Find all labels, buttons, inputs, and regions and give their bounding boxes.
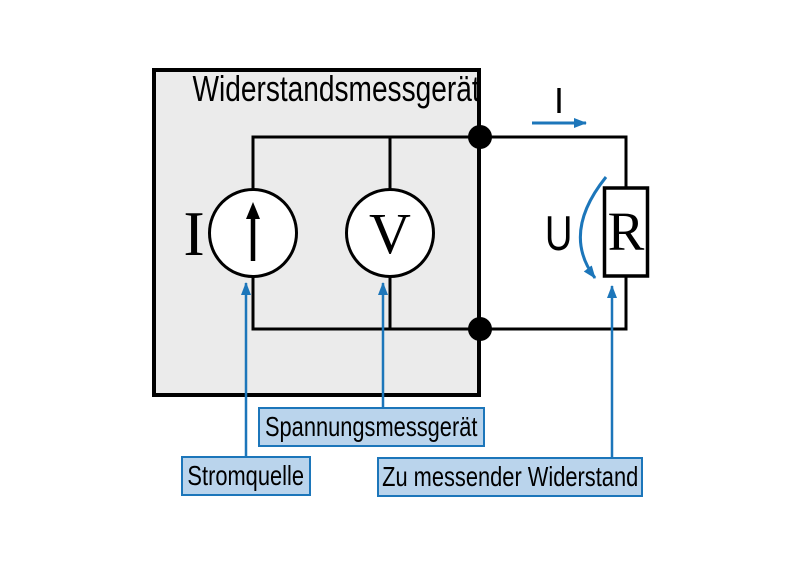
terminal-dot-bottom bbox=[468, 317, 492, 341]
terminal-dot-top bbox=[468, 125, 492, 149]
current-source-symbol-label: I bbox=[183, 198, 205, 269]
voltmeter-symbol-label: V bbox=[369, 201, 411, 266]
device-title: Widerstandsmessgerät bbox=[152, 70, 481, 108]
wire-right-top bbox=[481, 135, 628, 189]
wire-right-bottom bbox=[481, 275, 628, 331]
callout-resistor: Zu messender Widerstand bbox=[377, 457, 643, 497]
callout-current-source-text: Stromquelle bbox=[187, 460, 305, 491]
resistor-symbol-label: R bbox=[607, 201, 645, 262]
voltage-quantity-text: U bbox=[545, 207, 573, 261]
current-source-arrow-head bbox=[246, 202, 260, 219]
current-quantity-label: I bbox=[553, 80, 564, 121]
callout-voltmeter-text: Spannungsmessgerät bbox=[265, 411, 478, 442]
device-title-text: Widerstandsmessgerät bbox=[192, 68, 480, 109]
callout-voltmeter: Spannungsmessgerät bbox=[258, 407, 485, 447]
resistor-body bbox=[602, 186, 650, 278]
callout-current-source: Stromquelle bbox=[181, 456, 311, 496]
voltage-quantity-label: U bbox=[530, 208, 588, 260]
callout-resistor-text: Zu messender Widerstand bbox=[381, 461, 639, 492]
voltage-arc-arrow bbox=[578, 176, 608, 279]
voltmeter-circle bbox=[345, 188, 435, 278]
